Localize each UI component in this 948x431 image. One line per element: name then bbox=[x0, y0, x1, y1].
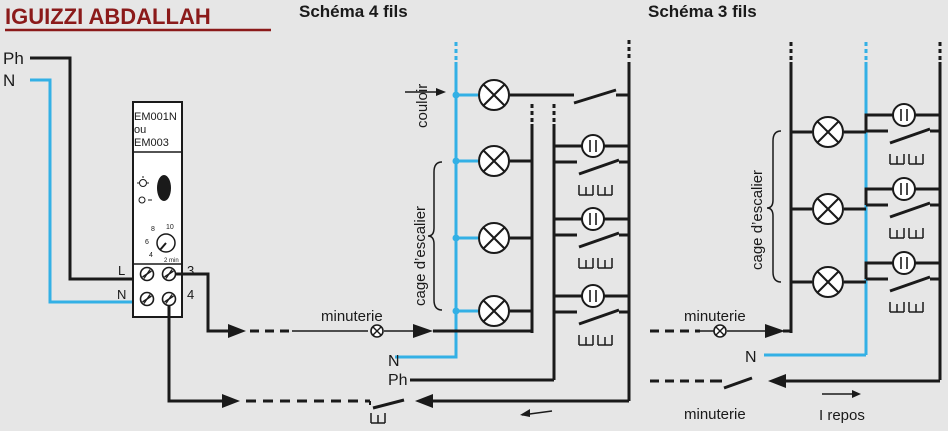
schema3-title: Schéma 3 fils bbox=[648, 2, 757, 21]
module-output-wires bbox=[167, 272, 370, 408]
bulb-icon bbox=[137, 176, 152, 204]
pushbutton-glyph bbox=[578, 184, 594, 196]
pushbutton-glyph bbox=[578, 334, 594, 346]
switch-icon bbox=[578, 231, 620, 249]
terminal-3-screw bbox=[161, 266, 177, 282]
pushbutton-glyph bbox=[908, 301, 924, 313]
pushbutton-glyph bbox=[889, 153, 905, 165]
lamp-icon bbox=[478, 79, 510, 111]
author-title: IGUIZZI ABDALLAH bbox=[5, 4, 211, 29]
terminal-N-screw bbox=[139, 291, 155, 307]
schema4-phase-label: Ph bbox=[388, 372, 408, 389]
timer-dial-icon: 6 8 10 4 2 min bbox=[145, 224, 179, 264]
pushbutton-unit bbox=[552, 134, 631, 196]
neutral-label-left: N bbox=[3, 71, 15, 90]
pushbutton-glyph bbox=[578, 257, 594, 269]
module-model-2: ou bbox=[134, 124, 146, 136]
lamp-icon bbox=[478, 222, 510, 254]
schema3-minuterie-top-label: minuterie bbox=[684, 308, 746, 325]
module-model-3: EM003 bbox=[134, 137, 169, 149]
schema3-minuterie-bottom-label: minuterie bbox=[684, 406, 746, 423]
terminal-L-label: L bbox=[118, 263, 125, 278]
arrow-icon bbox=[413, 324, 433, 338]
pushbutton-icon bbox=[892, 177, 916, 201]
pushbutton-unit bbox=[864, 177, 942, 239]
pushbutton-glyph bbox=[889, 301, 905, 313]
dial-mark-6: 6 bbox=[145, 239, 149, 246]
moon-icon bbox=[157, 175, 171, 201]
schema3-diagram: cage d’escalier minuterie N minuterie bbox=[650, 42, 942, 424]
arrow-icon bbox=[765, 324, 785, 338]
phase-label-left: Ph bbox=[3, 49, 24, 68]
pushbutton-unit bbox=[552, 284, 631, 346]
pushbutton-glyph bbox=[908, 153, 924, 165]
schema3-pushbuttons bbox=[864, 103, 942, 313]
schema3-repos-label: I repos bbox=[819, 407, 865, 424]
arrow-icon bbox=[768, 374, 786, 388]
pushbutton-unit bbox=[864, 251, 942, 313]
pushbutton-glyph bbox=[597, 334, 613, 346]
module-body bbox=[132, 101, 183, 318]
pushbutton-icon bbox=[892, 251, 916, 275]
module-model-1: EM001N bbox=[134, 111, 177, 123]
timer-mark-icon bbox=[370, 324, 384, 338]
switch-icon bbox=[578, 308, 620, 326]
terminal-3-label: 3 bbox=[187, 263, 194, 278]
timer-module: EM001N ou EM003 6 8 10 4 2 min L N bbox=[117, 101, 194, 318]
pushbutton-icon bbox=[581, 207, 605, 231]
pushbutton-unit bbox=[552, 207, 631, 269]
switch-icon bbox=[723, 376, 753, 390]
dial-mark-8: 8 bbox=[151, 226, 155, 233]
neutral-wire-left bbox=[30, 78, 140, 304]
dial-mark-10: 10 bbox=[166, 224, 174, 231]
phase-wire-left bbox=[30, 56, 140, 281]
schema4-couloir-label: couloir bbox=[414, 84, 431, 128]
schema4-brace bbox=[427, 161, 443, 311]
switch-icon bbox=[573, 88, 617, 105]
pushbutton-unit bbox=[864, 103, 942, 165]
pushbutton-icon bbox=[892, 103, 916, 127]
schema3-cage-label: cage d’escalier bbox=[749, 170, 766, 270]
timer-mark-icon bbox=[713, 324, 727, 338]
terminal-4-label: 4 bbox=[187, 287, 194, 302]
switch-icon bbox=[889, 275, 931, 293]
pushbutton-icon bbox=[581, 134, 605, 158]
switch-icon bbox=[889, 201, 931, 219]
pushbutton-glyph bbox=[908, 227, 924, 239]
switch-icon bbox=[889, 127, 931, 145]
schema4-minuterie-label: minuterie bbox=[321, 308, 383, 325]
pushbutton-glyph bbox=[370, 412, 386, 424]
dial-unit: 2 min bbox=[164, 258, 179, 264]
arrow-icon bbox=[222, 394, 240, 408]
schema4-neutral-label: N bbox=[388, 353, 400, 370]
lamp-icon bbox=[812, 193, 844, 225]
lamp-icon bbox=[478, 145, 510, 177]
pushbutton-icon bbox=[581, 284, 605, 308]
pushbutton-glyph bbox=[597, 184, 613, 196]
schema4-diagram: N couloir cage d’escalier bbox=[292, 40, 631, 424]
switch-icon bbox=[372, 398, 405, 410]
pushbutton-glyph bbox=[889, 227, 905, 239]
left-supply: Ph N bbox=[3, 49, 140, 304]
terminal-L-screw bbox=[139, 266, 155, 282]
schema4-title: Schéma 4 fils bbox=[299, 2, 408, 21]
arrow-icon bbox=[415, 394, 433, 408]
lamp-icon bbox=[812, 266, 844, 298]
schema3-neutral-label: N bbox=[745, 349, 757, 366]
pushbutton-glyph bbox=[597, 257, 613, 269]
switch-icon bbox=[578, 158, 620, 176]
lamp-icon bbox=[478, 295, 510, 327]
terminal-N-label: N bbox=[117, 287, 126, 302]
terminal-4-screw bbox=[161, 291, 177, 307]
dial-mark-4: 4 bbox=[149, 252, 153, 259]
arrow-icon bbox=[228, 324, 246, 338]
schema4-pushbuttons bbox=[552, 134, 631, 346]
lamp-icon bbox=[812, 116, 844, 148]
schema3-brace bbox=[766, 130, 782, 283]
schema4-cage-label: cage d’escalier bbox=[412, 206, 429, 306]
